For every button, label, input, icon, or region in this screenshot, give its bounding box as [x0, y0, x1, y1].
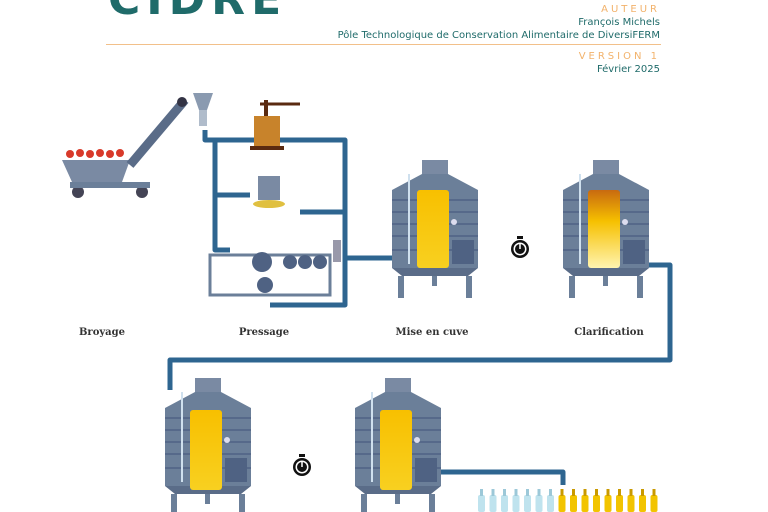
bottle-neck: [652, 489, 656, 496]
author-heading: AUTEUR: [601, 4, 660, 15]
bottle-neck: [641, 489, 644, 496]
author-name: François Michels: [578, 17, 660, 28]
bottle: [650, 495, 658, 512]
bottle: [593, 495, 600, 512]
press-illustration: [208, 100, 341, 297]
bottle: [558, 495, 566, 512]
step-label-mise-en-cuve: Mise en cuve: [395, 327, 469, 338]
author-block: AUTEUR François Michels Pôle Technologiq…: [338, 3, 660, 42]
bottle: [639, 495, 646, 512]
bottle: [501, 495, 508, 512]
bottle-neck: [606, 489, 610, 496]
bottle: [524, 495, 531, 512]
bottle: [616, 495, 623, 512]
bottle-neck: [618, 489, 621, 496]
bottle-neck: [629, 489, 633, 496]
bottle-neck: [503, 489, 506, 496]
step-label-broyage: Broyage: [78, 327, 126, 338]
step-label-pressage: Pressage: [238, 327, 290, 338]
bottle: [627, 495, 635, 512]
bottle: [489, 495, 497, 512]
bottle: [581, 495, 589, 512]
bottle-neck: [514, 489, 518, 496]
bottle-neck: [537, 489, 541, 496]
step-label-clarification: Clarification: [574, 327, 644, 338]
bottle-neck: [549, 489, 552, 496]
bottles-illustration: [478, 489, 658, 512]
bottle-neck: [560, 489, 564, 496]
bottle-neck: [572, 489, 575, 496]
timer-icon: [292, 453, 312, 477]
divider: [106, 44, 661, 45]
bottle-neck: [595, 489, 598, 496]
version-block: VERSION 1 Février 2025: [579, 50, 660, 76]
bottle: [604, 495, 612, 512]
bottle: [478, 495, 485, 512]
bottle-neck: [480, 489, 483, 496]
author-organization: Pôle Technologique de Conservation Alime…: [337, 30, 660, 41]
version-heading: VERSION 1: [578, 51, 660, 62]
bottle: [535, 495, 543, 512]
crusher-illustration: [62, 93, 213, 198]
timer-icon: [510, 235, 530, 259]
bottle-neck: [583, 489, 587, 496]
bottle-neck: [491, 489, 495, 496]
bottle: [570, 495, 577, 512]
bottle: [547, 495, 554, 512]
bottle-neck: [526, 489, 529, 496]
bottle: [512, 495, 520, 512]
version-date: Février 2025: [596, 64, 660, 75]
document-title: CIDRE: [108, 0, 287, 25]
